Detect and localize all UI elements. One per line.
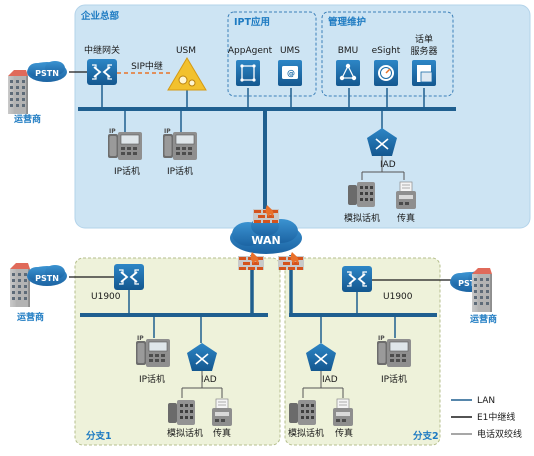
hq-ip-phone-2-icon xyxy=(162,127,198,161)
mgmt-group: 管理维护 xyxy=(321,11,454,97)
svg-text:PSTN: PSTN xyxy=(35,69,59,78)
branch1-region: 分支1 xyxy=(74,257,281,446)
branch2-region: 分支2 xyxy=(284,257,441,446)
branch2-carrier-building-icon xyxy=(472,268,492,312)
hq-iad-label: IAD xyxy=(380,160,396,170)
billing-server-icon xyxy=(412,60,436,86)
branch1-ip-phone-label: IP话机 xyxy=(139,373,165,385)
usm-icon xyxy=(167,57,207,91)
branch1-carrier-building-icon xyxy=(10,263,30,307)
hq-carrier-label: 运营商 xyxy=(14,113,41,125)
legend-phone-line: 电话双绞线 xyxy=(477,428,522,440)
branch1-title: 分支1 xyxy=(86,430,112,442)
branch1-ip-phone-icon xyxy=(135,334,171,368)
svg-text:@: @ xyxy=(287,69,295,78)
branch1-pstn-cloud: PSTN xyxy=(27,265,67,286)
branch1-carrier-label: 运营商 xyxy=(17,311,44,323)
hq-ip-phone-1-icon xyxy=(107,127,143,161)
branch1-fax-label: 传真 xyxy=(213,427,231,439)
svg-text:PSTN: PSTN xyxy=(458,279,482,288)
branch1-u1900-router-icon xyxy=(113,263,145,291)
ums-label: UMS xyxy=(280,46,300,56)
branch2-iad-label: IAD xyxy=(322,375,338,385)
hq-region: 企业总部 xyxy=(74,4,531,229)
trunk-gateway-router-icon xyxy=(86,58,118,86)
usm-label: USM xyxy=(176,46,196,56)
legend-lan: LAN xyxy=(477,396,495,406)
branch1-phone-lines xyxy=(181,371,223,398)
hq-pstn-cloud: PSTN xyxy=(27,61,67,82)
branch2-u1900-label: U1900 xyxy=(383,292,413,302)
appagent-label: AppAgent xyxy=(228,46,273,56)
ipt-title: IPT应用 xyxy=(234,16,270,28)
hq-analog-phone-label: 模拟话机 xyxy=(344,212,380,224)
branch2-firewall-icon xyxy=(278,252,304,270)
hq-analog-phone-icon xyxy=(348,182,375,207)
legend-e1: E1中继线 xyxy=(477,411,515,423)
legend: LAN E1中继线 电话双绞线 xyxy=(451,396,522,440)
wan-cloud: WAN xyxy=(230,216,302,254)
bmu-label: BMU xyxy=(338,46,359,56)
mgmt-title: 管理维护 xyxy=(328,16,366,28)
hq-lan-links xyxy=(101,85,425,132)
branch1-lan-links xyxy=(128,290,202,343)
branch2-title: 分支2 xyxy=(413,430,439,442)
esight-icon xyxy=(374,60,398,86)
billing-label-line2: 服务器 xyxy=(410,45,437,57)
svg-text:PSTN: PSTN xyxy=(35,274,59,283)
billing-label-line1: 话单 xyxy=(415,33,433,45)
branch1-firewall-icon xyxy=(238,252,264,270)
branch2-analog-phone-label: 模拟话机 xyxy=(288,427,324,439)
branch2-lan-links xyxy=(320,292,396,343)
hq-ip-phone-1-label: IP话机 xyxy=(114,165,140,177)
hq-ip-phone-2-label: IP话机 xyxy=(167,165,193,177)
hq-title: 企业总部 xyxy=(80,10,120,22)
branch2-fax-label: 传真 xyxy=(335,427,353,439)
branch2-ip-phone-icon xyxy=(376,334,412,368)
branch2-pstn-cloud: PSTN xyxy=(450,271,490,292)
trunk-gateway-label: 中继网关 xyxy=(84,44,120,56)
bmu-icon xyxy=(336,60,360,86)
branch1-analog-phone-icon xyxy=(168,400,195,425)
hq-phone-lines xyxy=(361,156,405,180)
branch1-u1900-label: U1900 xyxy=(91,292,121,302)
ipt-group: IPT应用 xyxy=(227,11,317,97)
branch2-ip-phone-label: IP话机 xyxy=(381,373,407,385)
sip-trunk-label: SIP中继 xyxy=(131,60,163,72)
branch2-u1900-router-icon xyxy=(341,265,373,293)
appagent-icon xyxy=(236,60,260,86)
esight-label: eSight xyxy=(372,46,401,56)
branch1-iad-label: IAD xyxy=(201,375,217,385)
wan-label: WAN xyxy=(251,234,280,247)
ums-icon: @ xyxy=(278,60,302,86)
branch2-phone-lines xyxy=(302,371,344,398)
branch2-carrier-label: 运营商 xyxy=(470,313,497,325)
branch2-analog-phone-icon xyxy=(289,400,316,425)
hq-fax-label: 传真 xyxy=(397,212,415,224)
carrier-building-icon xyxy=(8,70,28,114)
branch1-analog-phone-label: 模拟话机 xyxy=(167,427,203,439)
